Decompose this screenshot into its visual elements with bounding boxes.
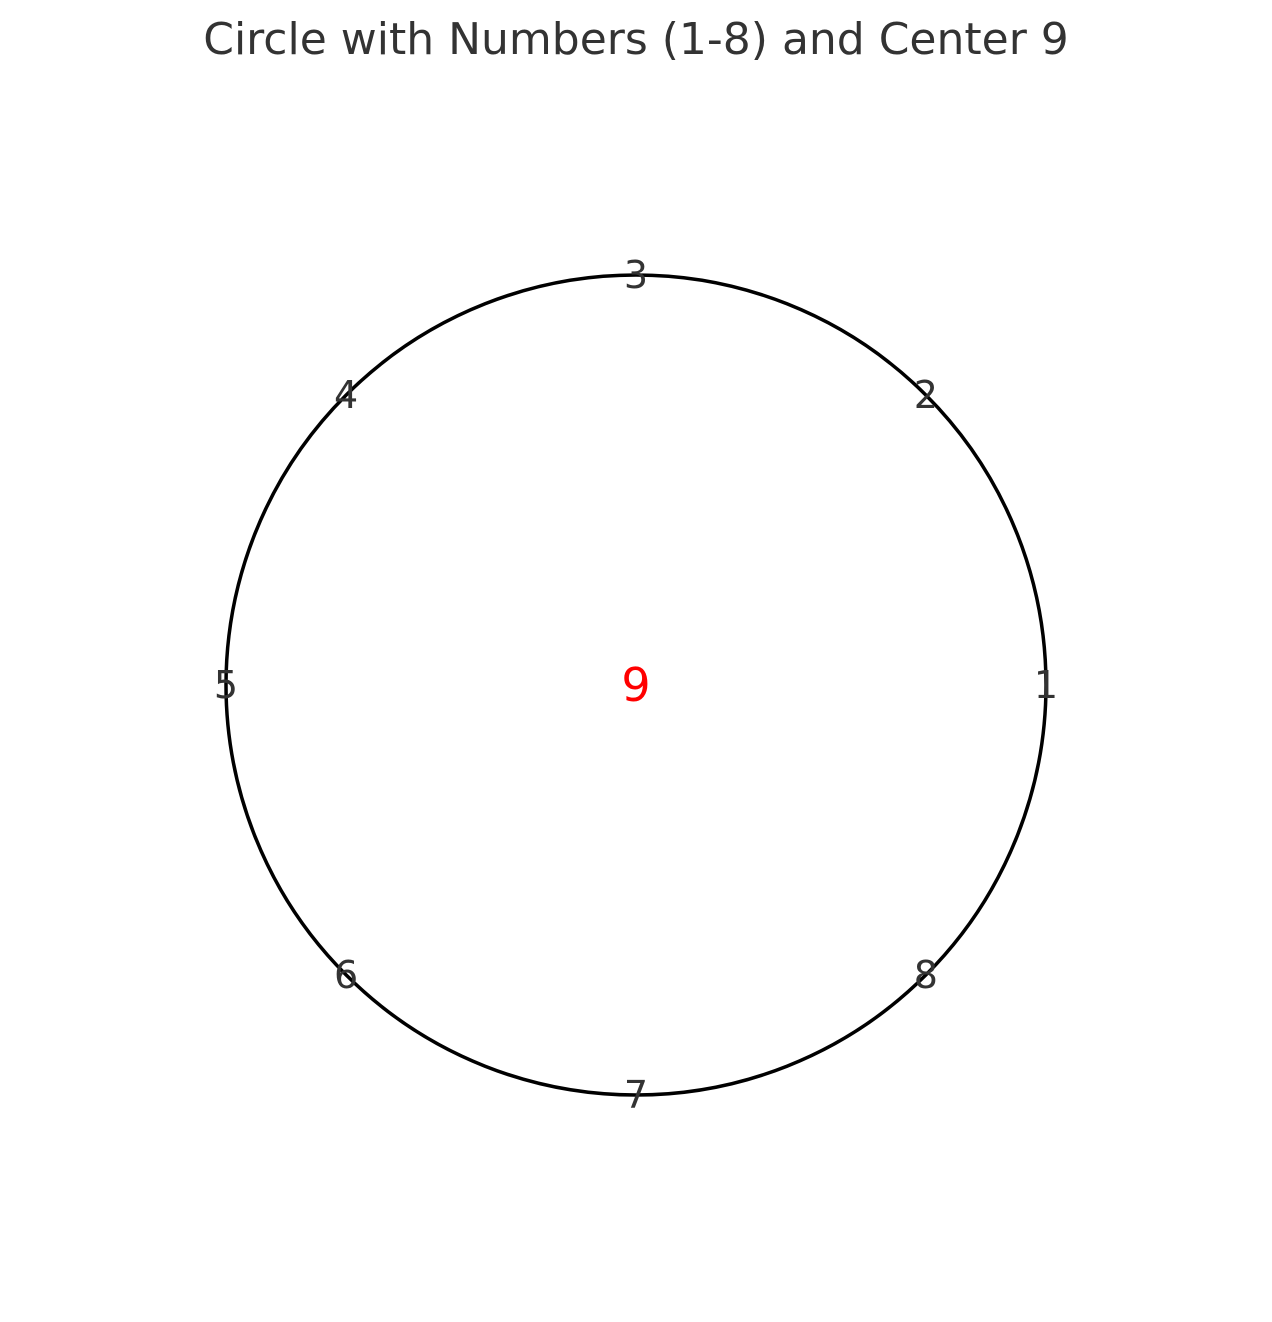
- center-number: 9: [621, 658, 650, 712]
- rim-number-2: 2: [914, 373, 938, 417]
- diagram-title: Circle with Numbers (1-8) and Center 9: [203, 14, 1069, 65]
- rim-number-6: 6: [334, 953, 358, 997]
- rim-labels: 1 2 3 4 5 6 7 8: [214, 253, 1058, 1117]
- rim-number-3: 3: [624, 253, 648, 297]
- rim-number-4: 4: [334, 373, 358, 417]
- rim-number-7: 7: [624, 1073, 648, 1117]
- rim-number-1: 1: [1034, 663, 1058, 707]
- rim-number-5: 5: [214, 663, 238, 707]
- circle-outline: [224, 273, 1048, 1097]
- rim-number-8: 8: [914, 953, 938, 997]
